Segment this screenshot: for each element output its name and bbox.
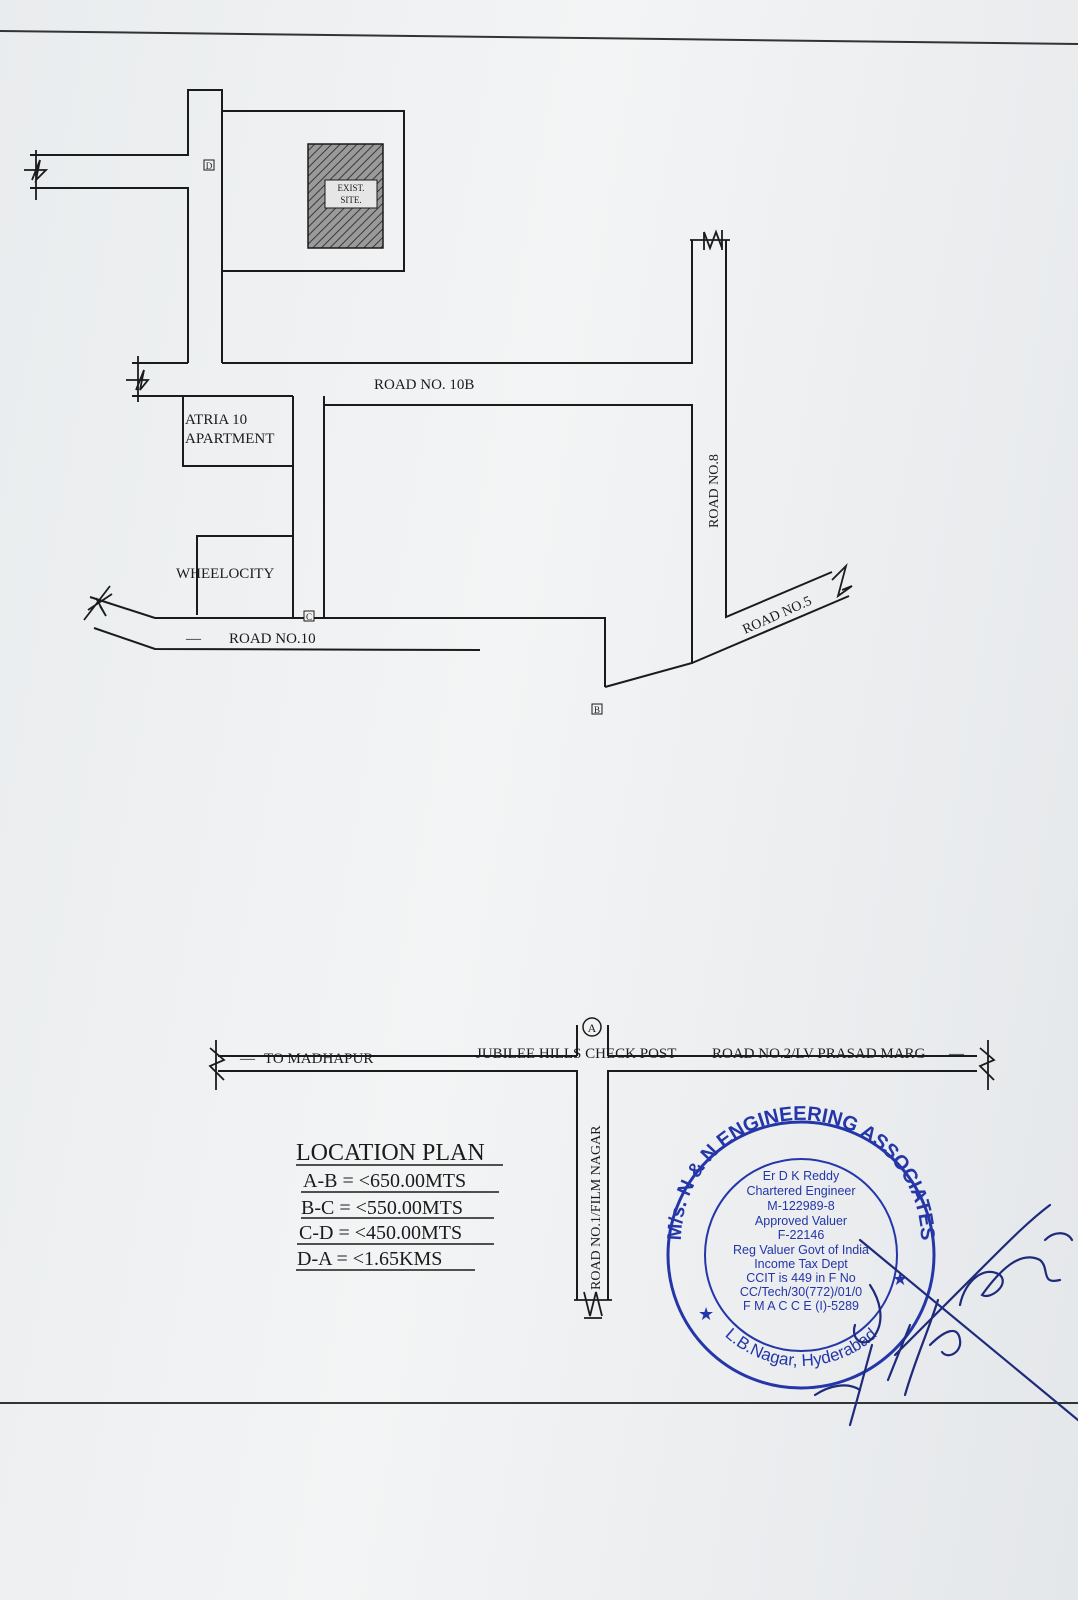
atria-label-line2: APARTMENT [185,431,274,447]
stamp-star-right: ★ [892,1269,908,1289]
existing-site-label-box [324,179,378,209]
legend-title: LOCATION PLAN [296,1140,485,1166]
legend-row-cd: C-D = <450.00MTS [299,1222,462,1244]
stamp-line-6: Reg Valuer Govt of India [733,1243,869,1257]
wheelocity-label: WHEELOCITY [176,566,274,582]
road-2-dash: — [948,1046,965,1062]
road-5-south-edge [691,595,850,664]
point-b-label: B [594,705,600,715]
point-d-marker [203,159,215,171]
page-border-top [0,30,1078,45]
stamp-line-8: CCIT is 449 in F No [746,1271,856,1285]
point-c-label: C [306,612,312,622]
point-b-marker [591,703,603,715]
stamp-line-9: CC/Tech/30(772)/01/0 [740,1285,862,1299]
road-8-east-edge [725,240,833,619]
road-1-label: ROAD NO.1/FILM NAGAR [589,1125,604,1290]
stamp-star-left: ★ [698,1304,714,1324]
point-c-marker [303,610,315,622]
road-10b-label: ROAD NO. 10B [374,377,474,393]
road-1-east-edge [607,1070,977,1300]
stamp-line-7: Income Tax Dept [754,1257,848,1271]
to-madhapur-label: TO MADHAPUR [264,1051,373,1067]
point-d-label: D [206,161,213,171]
road-10b-north-edge [222,240,693,364]
block-east-edge [324,404,693,688]
stamp-line-4: Approved Valuer [755,1214,847,1228]
handwritten-signature [813,1203,1078,1427]
road-10-south-edge [93,627,481,651]
stamp-line-3: M-122989-8 [767,1199,834,1213]
legend-row-ab: A-B = <650.00MTS [303,1170,466,1192]
point-a-marker [582,1017,602,1037]
road-1-west-edge [218,1070,578,1300]
site-plot-outline [222,110,405,272]
point-a-label: A [588,1021,597,1035]
stamp-line-2: Chartered Engineer [746,1184,855,1198]
road-10-dash: — [185,631,202,647]
stamp-bottom-text: L.B.Nagar, Hyderabad [722,1324,881,1370]
road-d-east-edge [30,89,223,363]
atria-label-line1: ATRIA 10 [185,412,247,428]
legend-row-bc: B-C = <550.00MTS [301,1197,463,1219]
check-post-label: JUBILEE HILLS CHECK POST [476,1046,676,1062]
engineer-stamp: M/s. N & N ENGINEERING ASSOCIATES L.B.Na… [664,1103,938,1390]
road-network [30,89,977,1300]
location-plan-legend: LOCATION PLAN A-B = <650.00MTS B-C = <55… [296,1140,503,1271]
to-madhapur-dash: — [239,1051,256,1067]
break-symbols [24,150,996,1319]
stamp-line-1: Er D K Reddy [763,1169,840,1183]
road-10-label: ROAD NO.10 [229,631,316,647]
legend-row-da: D-A = <1.65KMS [297,1248,442,1270]
road-d-west-edge [30,187,189,363]
road-8-label: ROAD NO.8 [707,454,722,528]
exist-site-label-line1: EXIST. [337,183,364,193]
road-2-label: ROAD NO.2/LV PRASAD MARG [712,1046,926,1062]
exist-site-label-line2: SITE. [340,195,361,205]
stamp-line-10: F M A C C E (I)-5289 [743,1299,859,1313]
stamp-line-5: F-22146 [778,1228,825,1242]
